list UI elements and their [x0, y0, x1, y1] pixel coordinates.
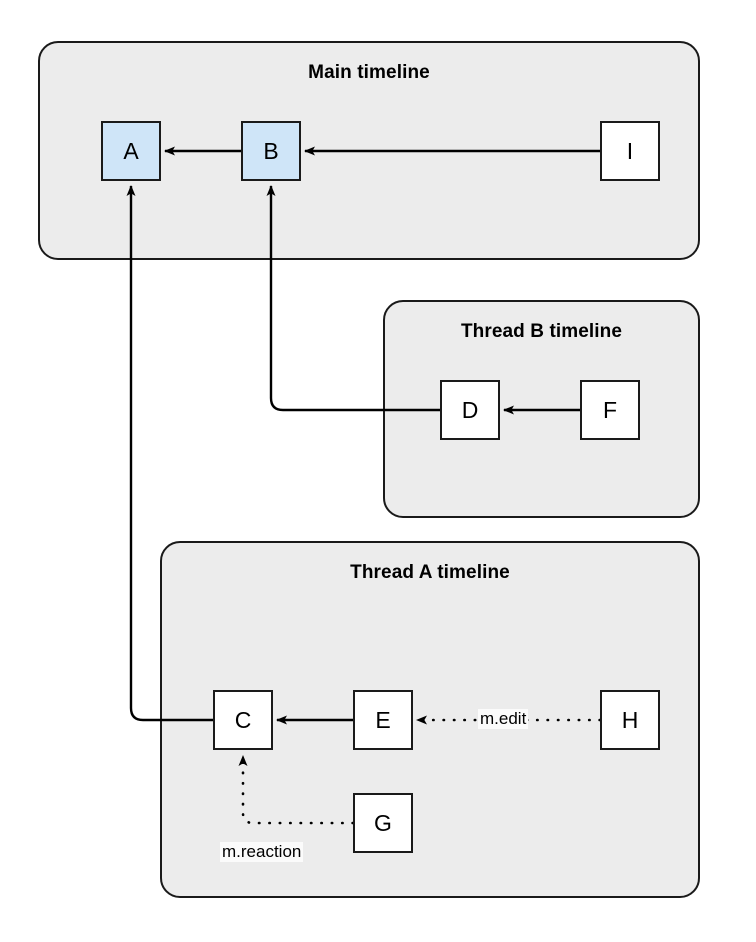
event-node-b[interactable]: B: [241, 121, 301, 181]
event-node-d[interactable]: D: [440, 380, 500, 440]
event-node-d-label: D: [461, 396, 479, 423]
event-node-e-label: E: [375, 706, 391, 733]
event-node-i-label: I: [626, 137, 634, 164]
group-thread-a-timeline-title: Thread A timeline: [350, 562, 510, 583]
event-node-c[interactable]: C: [213, 690, 273, 750]
event-node-g[interactable]: G: [353, 793, 413, 853]
edge-g-to-c: [238, 754, 355, 825]
edge-d-to-b: [266, 185, 440, 412]
event-node-b-label: B: [263, 137, 279, 164]
group-main-timeline-title: Main timeline: [308, 62, 430, 83]
edge-label-m-edit: m.edit: [478, 709, 529, 729]
edge-label-m-reaction: m.reaction: [220, 842, 304, 862]
event-node-a-label: A: [123, 137, 139, 164]
event-node-i[interactable]: I: [600, 121, 660, 181]
edge-c-to-a: [126, 185, 213, 722]
event-node-f-label: F: [602, 396, 618, 423]
event-node-c-label: C: [234, 706, 252, 733]
event-node-h[interactable]: H: [600, 690, 660, 750]
group-thread-b-timeline-title: Thread B timeline: [460, 321, 623, 342]
event-node-e[interactable]: E: [353, 690, 413, 750]
event-node-g-label: G: [374, 809, 392, 836]
event-node-h-label: H: [621, 706, 639, 733]
event-node-f[interactable]: F: [580, 380, 640, 440]
event-node-a[interactable]: A: [101, 121, 161, 181]
